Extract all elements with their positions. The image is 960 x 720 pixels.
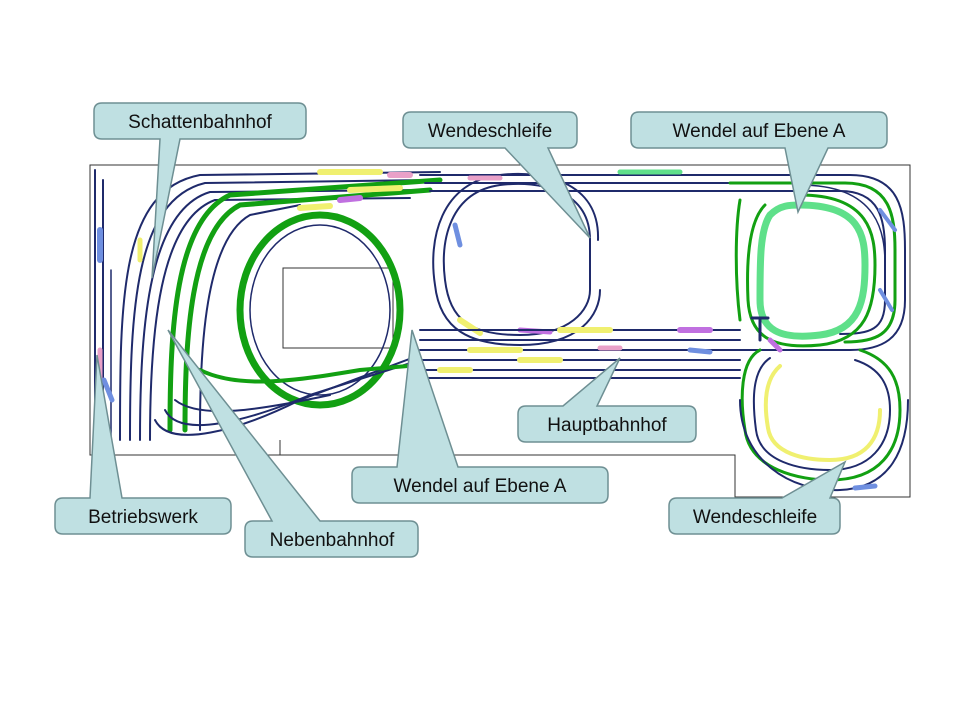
callout-schattenbahnhof: Schattenbahnhof	[93, 102, 307, 279]
callout-label: Schattenbahnhof	[128, 112, 272, 133]
callout-betriebswerk: Betriebswerk	[54, 354, 232, 535]
left-track-bundle	[94, 169, 443, 451]
layout-board	[89, 164, 911, 498]
callout-bubble	[351, 329, 609, 504]
callout-bubble	[167, 329, 419, 558]
callout-bubble	[668, 460, 847, 535]
callout-label: Nebenbahnhof	[270, 530, 395, 551]
callout-label: Wendel auf Ebene A	[394, 476, 567, 497]
callout-wendel-bottom: Wendel auf Ebene A	[351, 329, 609, 504]
callout-label: Hauptbahnhof	[547, 415, 667, 436]
inner-platform	[282, 267, 394, 349]
callout-wendeschleife-bottom: Wendeschleife	[668, 460, 847, 535]
callout-bubble	[630, 111, 888, 215]
callout-bubble	[402, 111, 591, 239]
callout-bubble	[54, 354, 232, 535]
callout-wendeschleife-top: Wendeschleife	[402, 111, 591, 239]
callout-nebenbahnhof: Nebenbahnhof	[167, 329, 419, 558]
callout-wendel-top: Wendel auf Ebene A	[630, 111, 888, 215]
callout-bubble	[517, 357, 697, 443]
center-track-bundle	[419, 169, 741, 379]
callout-label: Wendel auf Ebene A	[673, 121, 846, 142]
callout-label: Betriebswerk	[88, 507, 198, 528]
right-track-bundle	[728, 174, 909, 492]
callout-label: Wendeschleife	[428, 121, 552, 142]
callout-hauptbahnhof: Hauptbahnhof	[517, 357, 697, 443]
callout-label: Wendeschleife	[693, 507, 817, 528]
callout-bubble	[93, 102, 307, 279]
